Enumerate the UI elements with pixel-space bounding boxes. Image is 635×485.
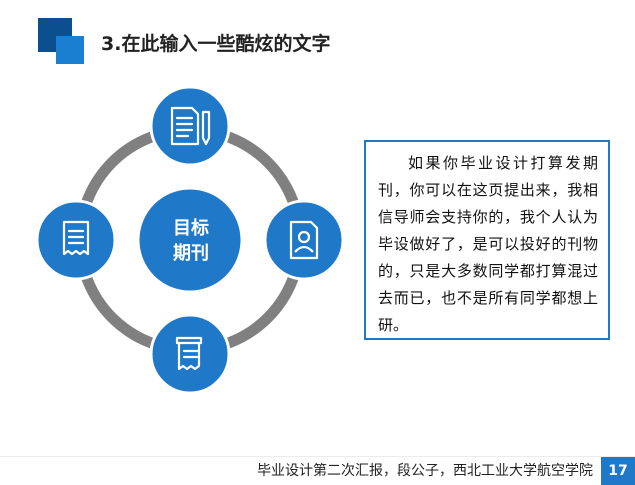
footer-text: 毕业设计第二次汇报，段公子，西北工业大学航空学院 (257, 463, 593, 479)
document-pencil-icon (170, 106, 211, 146)
center-label-line1: 目标 (173, 218, 209, 239)
center-label: 目标 期刊 (144, 216, 238, 266)
node-top (149, 85, 231, 167)
page-title: 3.在此输入一些酷炫的文字 (101, 33, 331, 55)
scroll-icon (175, 336, 203, 371)
page-number-badge: 17 (601, 457, 635, 485)
center-label-line2: 期刊 (173, 243, 209, 264)
id-card-icon (289, 220, 319, 260)
description-textbox: 如果你毕业设计打算发期刊，你可以在这页提出来，我相信导师会支持你的，我个人认为毕… (364, 140, 610, 340)
node-left (35, 199, 117, 281)
center-circle (136, 186, 244, 294)
footer-bar: 毕业设计第二次汇报，段公子，西北工业大学航空学院 17 (0, 456, 635, 485)
node-bottom (149, 313, 231, 395)
node-right (263, 199, 345, 281)
receipt-icon (62, 220, 90, 256)
logo-square-front (56, 36, 84, 64)
